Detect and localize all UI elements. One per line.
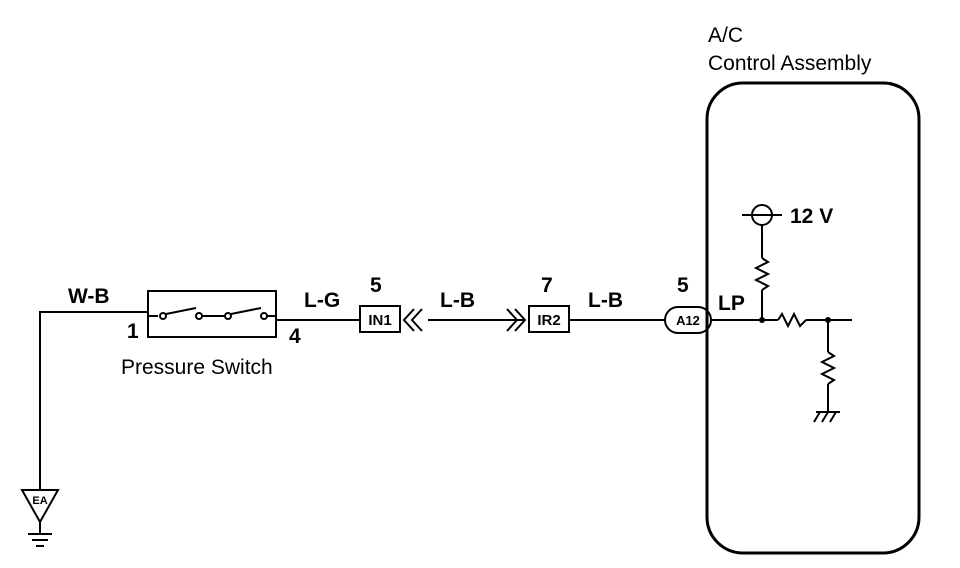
chassis-ground-icon [813,411,840,423]
ir2-pin-number: 7 [541,274,553,297]
in1-pin-number: 5 [370,274,382,297]
connector-ir2-label: IR2 [537,312,560,329]
switch-contacts-icon [148,307,276,320]
pullup-resistor-icon [753,257,771,291]
connector-ir2 [528,305,570,333]
switch-name: Pressure Switch [121,356,273,379]
pressure-switch-box [147,290,277,338]
a12-pin-number: 5 [677,274,689,297]
supply-12v-icon [742,204,782,226]
control-assembly-box [705,81,921,555]
internal-circuit [753,225,852,423]
ground-point-icon [20,489,60,525]
wire-l-b-mid-label: L-B [440,289,475,312]
wire-w-b-label: W-B [68,285,110,308]
series-resistor-icon [777,311,807,329]
switch-pin-right: 4 [289,325,301,348]
in1-chevron-icon [402,308,415,332]
pulldown-resistor-icon [819,351,837,385]
assembly-title-line2: Control Assembly [708,52,872,75]
earth-ground-icon [28,522,52,547]
supply-voltage-label: 12 V [790,205,833,228]
lp-pin-label: LP [718,292,745,315]
wire-l-b-ecu-label: L-B [588,289,623,312]
assembly-title-line1: A/C [708,24,743,47]
switch-pin-left: 1 [127,320,139,343]
connector-in1-label: IN1 [368,312,391,329]
ground-point-label: EA [32,495,47,507]
connector-a12-label: A12 [676,313,700,328]
wire-w-b [39,311,148,490]
wire-l-g-label: L-G [304,289,340,312]
